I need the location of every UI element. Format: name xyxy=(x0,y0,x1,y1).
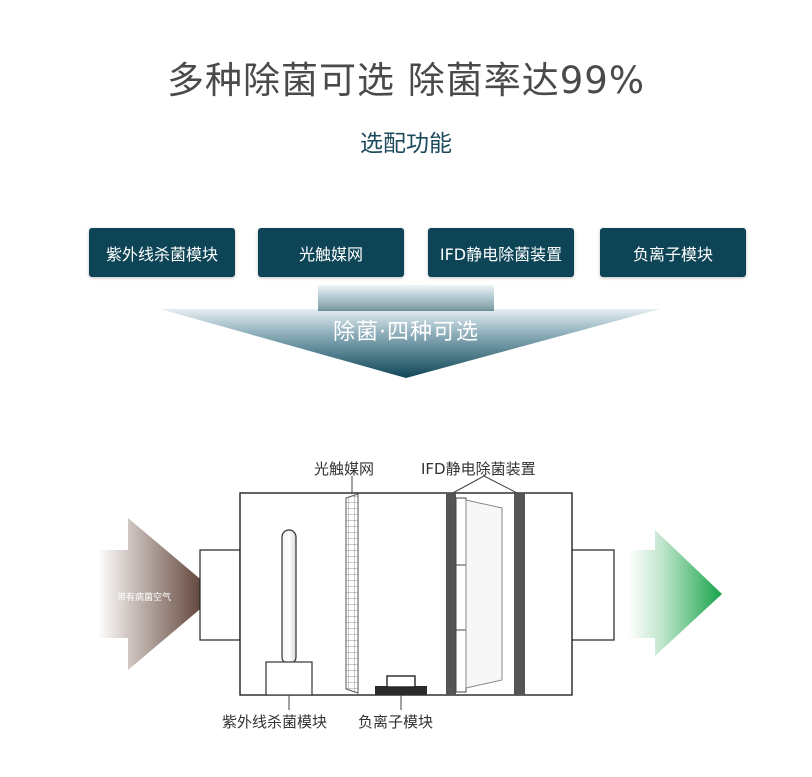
option-photocatalyst-net[interactable]: 光触媒网 xyxy=(258,228,404,277)
ifd-cell-icon xyxy=(465,499,503,689)
ifd-frame-right xyxy=(514,493,525,695)
funnel-arrow xyxy=(160,285,660,378)
funnel-label: 除菌·四种可选 xyxy=(333,320,479,345)
option-uv-module[interactable]: 紫外线杀菌模块 xyxy=(89,228,235,277)
funnel-triangle xyxy=(160,309,660,378)
page-subtitle: 选配功能 xyxy=(360,131,452,157)
option-negative-ion-module[interactable]: 负离子模块 xyxy=(600,228,746,277)
label-uv-module: 紫外线杀菌模块 xyxy=(222,713,328,731)
label-ifd-device: IFD静电除菌装置 xyxy=(421,460,536,478)
photocatalyst-mesh-icon xyxy=(345,493,359,694)
label-ion-module: 负离子模块 xyxy=(358,713,434,731)
outlet-duct xyxy=(569,549,615,641)
outlet-arrow-icon xyxy=(628,530,722,656)
ion-module-base xyxy=(375,686,427,695)
option-ifd-device[interactable]: IFD静电除菌装置 xyxy=(428,228,574,277)
label-inlet-air: 带有病菌空气 xyxy=(117,593,172,603)
funnel-stem xyxy=(318,285,494,311)
inlet-duct xyxy=(199,549,241,641)
ifd-inner-frame xyxy=(455,497,467,693)
inlet-arrow-icon xyxy=(98,518,218,670)
ifd-frame-left xyxy=(446,493,456,695)
purifier-diagram xyxy=(98,475,722,710)
uv-lamp-base xyxy=(265,661,313,696)
label-photocatalyst: 光触媒网 xyxy=(314,460,375,478)
ion-module-icon xyxy=(386,675,416,688)
uv-lamp-icon xyxy=(281,529,297,665)
page-title: 多种除菌可选 除菌率达99% xyxy=(167,59,645,102)
